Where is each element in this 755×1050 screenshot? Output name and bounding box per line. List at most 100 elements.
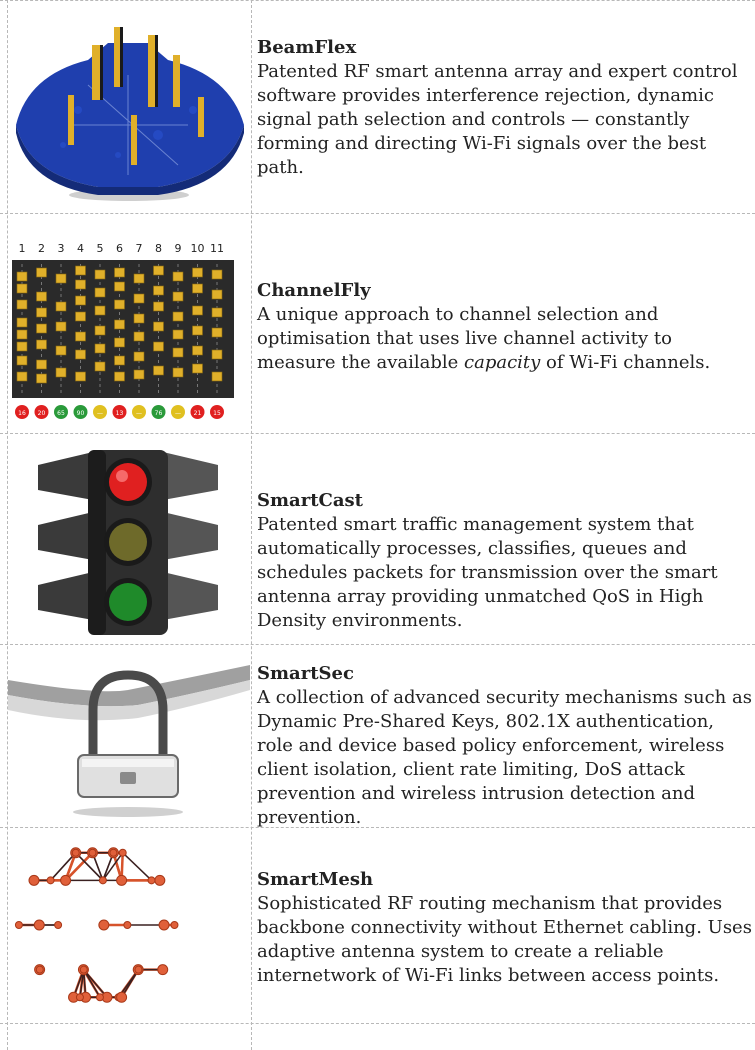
channel-activity-block [172,291,184,302]
mesh-node [157,964,169,976]
channel-capacity-value: 76 [155,410,163,417]
channel-activity-block [172,367,184,378]
channel-activity-block [75,331,86,342]
channel-activity-block [211,327,223,338]
channel-activity-block [75,265,86,276]
mesh-node [75,993,84,1002]
feature-description: A unique approach to channel selection a… [257,303,747,375]
channel-activity-block [172,311,184,322]
channel-capacity-value: 65 [57,410,65,417]
channel-activity-block [16,371,28,382]
channel-activity-block [153,365,164,376]
channel-activity-block [172,271,184,282]
table-left-border [7,0,8,1050]
channel-capacity-value: — [136,410,142,417]
channel-capacity-value: 16 [18,410,26,417]
channel-number-label: 1 [19,242,26,255]
mesh-node [35,965,44,974]
channel-activity-block [94,305,106,316]
channel-activity-block [192,267,203,278]
channel-activity-block [133,351,145,362]
channel-capacity-badge [54,405,68,419]
mesh-sphere-icon [14,847,179,1003]
channel-number-label: 2 [38,242,45,255]
channel-activity-block [75,311,86,322]
channel-activity-block [133,313,145,324]
smartcast-text: SmartCast Patented smart traffic managem… [257,489,755,633]
row-border [0,1023,755,1024]
smartmesh-image [8,833,250,1019]
feature-title: BeamFlex [257,37,357,58]
channel-activity-block [133,331,145,342]
channel-activity-block [75,371,86,382]
mesh-node [123,921,132,929]
feature-title: ChannelFly [257,280,371,301]
row-border [0,0,755,1]
channel-activity-block [16,283,28,294]
mesh-node [134,965,143,974]
channel-capacity-value: 13 [116,410,124,417]
smartmesh-text: SmartMesh Sophisticated RF routing mecha… [257,868,755,988]
channel-activity-block [36,339,47,350]
channel-activity-block [114,267,125,278]
channel-capacity-badge [15,405,29,419]
channel-activity-block [16,271,28,282]
channel-activity-block [16,341,28,352]
channel-activity-block [192,363,203,374]
channel-activity-block [153,341,164,352]
channel-activity-block [55,367,67,378]
channel-activity-block [172,329,184,340]
channel-number-label: 7 [136,242,143,255]
mesh-node [46,876,55,885]
mesh-link [64,851,94,882]
traffic-light-icon [38,450,218,635]
channel-activity-block [211,269,223,280]
channel-activity-block [75,279,86,290]
channel-activity-block [16,299,28,310]
channel-activity-block [153,301,164,312]
channel-number-label: 4 [77,242,84,255]
channel-number-label: 11 [210,242,224,255]
channel-activity-block [114,319,125,330]
mesh-link [122,852,153,881]
channel-activity-block [114,355,125,366]
channel-activity-block [114,371,125,382]
channel-activity-block [172,347,184,358]
row-border [0,644,755,645]
mesh-node [118,848,127,857]
channel-capacity-value: 90 [77,410,85,417]
channelfly-text: ChannelFly A unique approach to channel … [257,279,755,375]
channel-capacity-value: 20 [38,410,46,417]
channel-capacity-badge [210,405,224,419]
mesh-node [116,874,128,886]
antenna-board-icon [16,27,244,201]
channel-activity-block [94,361,106,372]
channel-number-label: 6 [116,242,123,255]
row-border [0,827,755,828]
mesh-node [170,921,179,929]
smartcast-image [8,440,250,640]
feature-description: Patented RF smart antenna array and expe… [257,61,738,178]
mesh-node [95,993,104,1002]
mesh-link [83,969,108,998]
channel-activity-block [211,349,223,360]
mesh-node [109,848,118,857]
channel-activity-block [192,325,203,336]
mesh-node [71,848,80,857]
channel-number-label: 5 [97,242,104,255]
row-border [0,213,755,214]
channel-activity-block [211,307,223,318]
channel-activity-block [192,345,203,356]
channel-capacity-badge [171,405,185,419]
channel-capacity-badge [73,405,88,419]
channel-number-label: 3 [58,242,65,255]
channel-activity-block [36,291,47,302]
mesh-node [28,874,40,886]
channel-activity-block [75,349,86,360]
channel-activity-block [55,273,67,284]
channel-activity-block [16,329,28,340]
channel-capacity-value: — [97,410,103,417]
